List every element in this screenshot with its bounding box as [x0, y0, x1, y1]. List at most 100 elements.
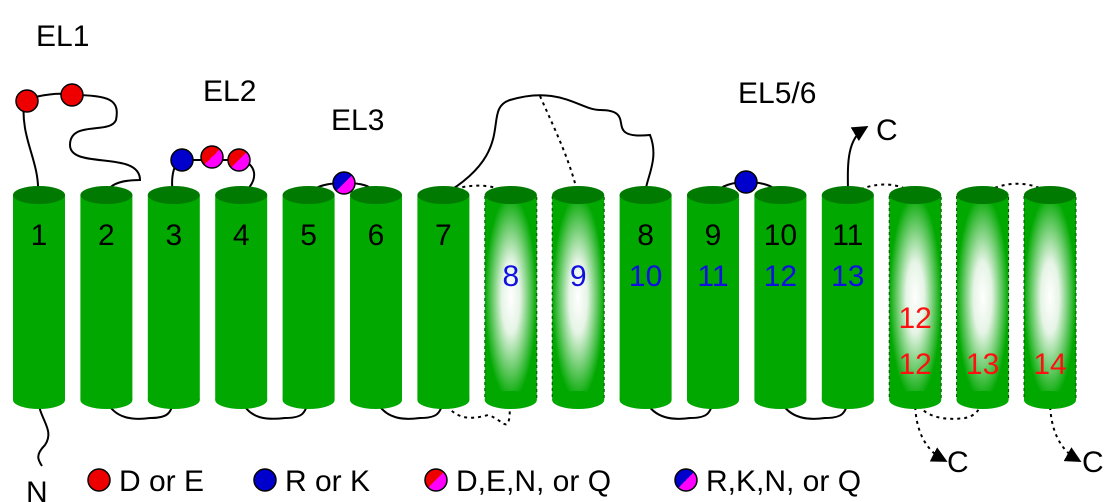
- el4-loop: [442, 94, 655, 196]
- helix-12: [754, 186, 807, 409]
- helix-top-cap: [754, 186, 807, 204]
- helix-1-number-1: 1: [31, 219, 48, 252]
- helix-body: [754, 195, 807, 400]
- helix-top-cap: [821, 186, 874, 204]
- helix-11: [687, 186, 739, 409]
- helix-8: [484, 186, 538, 409]
- helix-top-cap: [417, 186, 470, 204]
- el4-alt-path: [539, 95, 579, 196]
- helix-top-cap: [1024, 186, 1076, 204]
- helix-body: [551, 194, 605, 401]
- helix-16-number-1: 14: [1033, 348, 1066, 381]
- helix-14-number-1: 12: [899, 302, 932, 335]
- helix-top-cap: [13, 186, 65, 204]
- helix-top-cap: [350, 186, 402, 204]
- il3-loop: [375, 399, 444, 420]
- helix-5-number-1: 5: [300, 219, 317, 252]
- helix-3-number-1: 3: [165, 219, 182, 252]
- el7-extension: [982, 182, 1051, 196]
- il6-loop: [779, 399, 849, 420]
- helix-top-cap: [282, 186, 335, 204]
- el3-basic-polar-residue: [332, 171, 356, 195]
- helix-bottom-cap: [147, 391, 200, 409]
- helix-body: [282, 195, 335, 400]
- helix-8-number-1: 8: [502, 260, 519, 293]
- c-term-main-tail: [846, 125, 869, 196]
- helix-bottom-cap: [282, 391, 335, 409]
- legend-basic-label: R or K: [285, 465, 370, 498]
- helix-bottom-cap: [80, 391, 133, 409]
- helices: [13, 186, 1077, 409]
- legend: D or E R or K D,E,N, or Q R,K,N, or Q: [87, 465, 861, 498]
- helix-top-cap: [80, 186, 133, 204]
- helix-bottom-cap: [13, 391, 65, 409]
- helix-body: [417, 195, 470, 400]
- helix-16: [1023, 186, 1077, 409]
- helix-5: [282, 186, 335, 409]
- legend-basic-polar-swatch: [674, 468, 698, 492]
- helix-body: [13, 195, 65, 400]
- helix-bottom-cap: [821, 391, 874, 409]
- el3-label: EL3: [331, 104, 384, 137]
- el2-acidic-polar-residue-1: [200, 145, 224, 169]
- c-term-b-label: C: [1082, 446, 1104, 479]
- helix-body: [687, 195, 739, 400]
- el5-basic-residue: [734, 170, 758, 194]
- el2-acidic-polar-residue-2: [227, 148, 251, 172]
- c-term-b-tail: [1049, 399, 1082, 462]
- helix-11-number-1: 9: [705, 219, 722, 252]
- helix-top-cap: [889, 186, 942, 204]
- helix-9-number-1: 9: [570, 260, 587, 293]
- legend-basic-polar-label: R,K,N, or Q: [706, 465, 861, 498]
- el1-loop: [22, 92, 142, 196]
- helix-top-cap: [619, 186, 672, 204]
- il5-loop: [644, 399, 714, 420]
- helix-15-number-1: 13: [966, 348, 999, 381]
- el2-basic-residue: [170, 148, 194, 172]
- helix-body: [821, 195, 874, 400]
- helix-body: [484, 194, 538, 401]
- helix-14: [888, 186, 942, 409]
- legend-acidic-polar-label: D,E,N, or Q: [456, 465, 611, 498]
- helix-top-cap: [484, 186, 537, 204]
- legend-basic-swatch: [253, 468, 277, 492]
- helix-top-cap: [147, 186, 200, 204]
- residues: [15, 83, 758, 195]
- helix-13: [821, 186, 874, 409]
- helix-bottom-cap: [215, 391, 268, 409]
- legend-acidic-polar-swatch: [424, 468, 448, 492]
- el1-acidic-residue-2: [60, 83, 84, 107]
- helix-bottom-cap: [552, 391, 605, 409]
- helix-12-number-1: 10: [764, 219, 797, 252]
- legend-acidic-swatch: [87, 468, 111, 492]
- el1-label: EL1: [36, 20, 89, 53]
- el56-label: EL5/6: [738, 77, 816, 110]
- helix-10: [619, 186, 672, 409]
- helix-6: [350, 186, 402, 409]
- helix-2: [80, 186, 133, 409]
- helix-10-number-2: 10: [629, 260, 662, 293]
- il4-extension: [442, 399, 511, 426]
- c-term-main-label: C: [876, 114, 898, 147]
- el1-acidic-residue-1: [15, 89, 39, 113]
- helix-body: [215, 195, 268, 400]
- helix-13-number-1: 11: [832, 219, 863, 252]
- legend-acidic-label: D or E: [119, 465, 204, 498]
- helix-body: [1023, 194, 1077, 401]
- helix-bottom-cap: [956, 391, 1009, 409]
- helix-6-number-1: 6: [368, 219, 385, 252]
- helix-9: [551, 186, 605, 409]
- c-term-a-tail: [914, 399, 948, 462]
- il1-loop: [105, 399, 174, 420]
- helix-3: [147, 186, 200, 409]
- il2-loop: [240, 399, 309, 420]
- helix-bottom-cap: [889, 391, 942, 409]
- helix-body: [350, 195, 402, 400]
- helix-body: [619, 195, 672, 400]
- helix-2-number-1: 2: [98, 219, 115, 252]
- helix-body: [80, 195, 133, 400]
- helix-14-number-2: 12: [899, 348, 932, 381]
- helix-bottom-cap: [350, 391, 402, 409]
